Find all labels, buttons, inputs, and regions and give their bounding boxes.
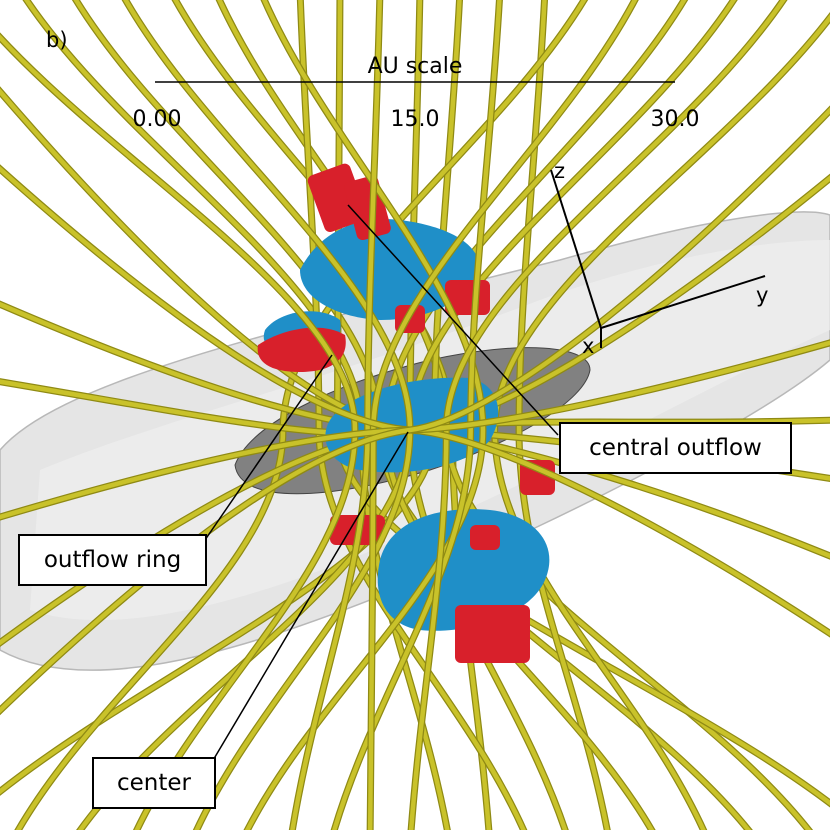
field-line [244, 0, 486, 830]
scale-tick-1: 15.0 [391, 107, 440, 132]
callout-center: center [92, 757, 216, 809]
scale-tick-0: 0.00 [133, 107, 182, 132]
field-line [516, 0, 610, 830]
y-axis-line [600, 275, 766, 329]
leader-center [211, 431, 409, 763]
leader-lines [204, 204, 559, 763]
panel-label: b) [46, 28, 68, 52]
field-line [0, 34, 358, 830]
field-line [335, 0, 830, 807]
y-axis-label: y [756, 283, 768, 307]
au-scale-bar: AU scale 0.00 15.0 30.0 [133, 54, 700, 132]
callout-central-outflow: central outflow [559, 422, 792, 474]
z-axis-label: z [554, 159, 565, 183]
leader-central-outflow [347, 204, 559, 436]
scale-tick-2: 30.0 [651, 107, 700, 132]
leader-outflow-ring [204, 354, 333, 541]
x-axis-label: x [582, 334, 594, 358]
field-line [332, 0, 502, 830]
z-axis-line [550, 169, 602, 329]
lower-outflow [330, 460, 555, 663]
scale-title: AU scale [368, 54, 463, 79]
axis-triad: z y x [550, 159, 768, 358]
callout-outflow-ring: outflow ring [18, 534, 207, 586]
field-line [408, 0, 786, 830]
